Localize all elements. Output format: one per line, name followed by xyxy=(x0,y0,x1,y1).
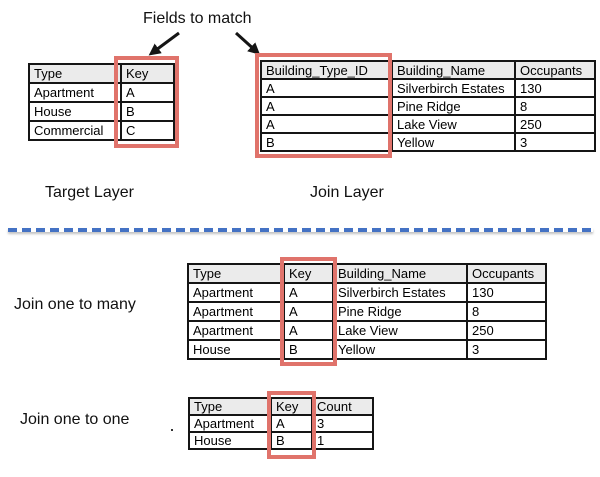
cell: 3 xyxy=(466,339,547,360)
cell: B xyxy=(283,339,334,360)
target-layer-caption: Target Layer xyxy=(45,184,134,201)
join-layer-caption: Join Layer xyxy=(310,184,384,201)
column-header: Building_Name xyxy=(391,60,516,80)
column-header: Occupants xyxy=(514,60,596,80)
stray-dot xyxy=(171,429,173,431)
cell: Apartment xyxy=(187,320,285,341)
cell: House xyxy=(188,431,272,450)
column-header: Key xyxy=(270,397,313,416)
cell: A xyxy=(260,114,393,134)
cell: 8 xyxy=(514,96,596,116)
cell: A xyxy=(120,82,175,103)
cell: Pine Ridge xyxy=(391,96,516,116)
cell: A xyxy=(260,78,393,98)
cell: A xyxy=(283,320,334,341)
annotation-arrows xyxy=(148,31,261,56)
cell: B xyxy=(260,132,393,152)
cell: Silverbirch Estates xyxy=(391,78,516,98)
cell: B xyxy=(270,431,313,450)
cell: Lake View xyxy=(332,320,468,341)
cell: Apartment xyxy=(187,301,285,322)
one-to-one-label: Join one to one xyxy=(20,411,130,428)
cell: A xyxy=(283,301,334,322)
section-divider xyxy=(8,228,593,232)
cell: Apartment xyxy=(188,414,272,433)
cell: A xyxy=(260,96,393,116)
one-to-many-label: Join one to many xyxy=(14,296,136,313)
cell: 8 xyxy=(466,301,547,322)
cell: Apartment xyxy=(187,282,285,303)
cell: C xyxy=(120,120,175,141)
cell: 3 xyxy=(311,414,374,433)
column-header: Type xyxy=(28,63,122,84)
cell: Commercial xyxy=(28,120,122,141)
cell: 130 xyxy=(514,78,596,98)
column-header: Occupants xyxy=(466,263,547,284)
cell: House xyxy=(187,339,285,360)
cell: 250 xyxy=(514,114,596,134)
column-header: Building_Name xyxy=(332,263,468,284)
column-header: Type xyxy=(187,263,285,284)
cell: 1 xyxy=(311,431,374,450)
cell: A xyxy=(270,414,313,433)
cell: 3 xyxy=(514,132,596,152)
fields-to-match-label: Fields to match xyxy=(143,10,252,27)
cell: A xyxy=(283,282,334,303)
column-header: Count xyxy=(311,397,374,416)
column-header: Type xyxy=(188,397,272,416)
cell: 250 xyxy=(466,320,547,341)
cell: Lake View xyxy=(391,114,516,134)
cell: Yellow xyxy=(332,339,468,360)
column-header: Building_Type_ID xyxy=(260,60,393,80)
cell: Apartment xyxy=(28,82,122,103)
cell: B xyxy=(120,101,175,122)
cell: Yellow xyxy=(391,132,516,152)
column-header: Key xyxy=(283,263,334,284)
cell: Pine Ridge xyxy=(332,301,468,322)
column-header: Key xyxy=(120,63,175,84)
cell: Silverbirch Estates xyxy=(332,282,468,303)
arrow-down-right-icon xyxy=(234,31,261,55)
cell: House xyxy=(28,101,122,122)
arrow-down-left-icon xyxy=(148,31,180,56)
cell: 130 xyxy=(466,282,547,303)
